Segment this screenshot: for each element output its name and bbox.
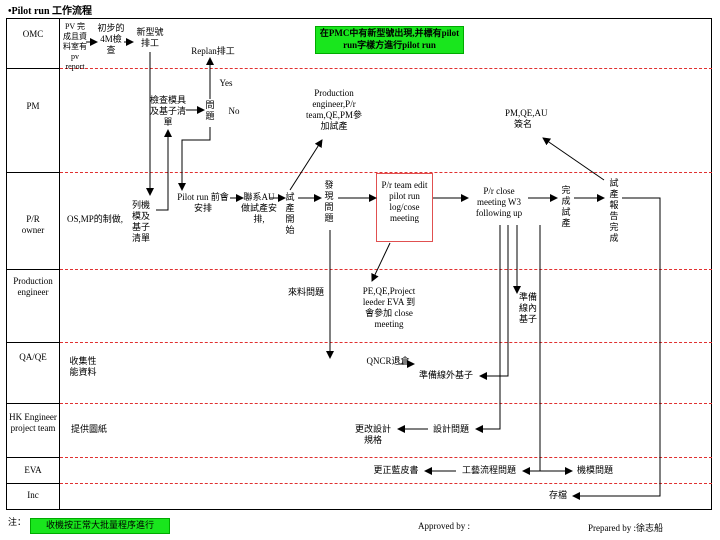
qncr-node: QNCR退倉 [366, 356, 410, 366]
no-label: No [228, 106, 240, 116]
arrow-trial-to-meeting [289, 139, 323, 191]
lane-divider [6, 483, 60, 484]
pilot-arrange-node: Pilot run 前會安排 [177, 192, 229, 213]
os-mp-node: OS,MP的制做, [66, 214, 123, 224]
lane-divider-dashed [60, 457, 712, 458]
machine-issue-node: 機模問題 [576, 465, 613, 475]
process-issue-node: 工藝流程問題 [461, 465, 516, 475]
replan-node: Replan排工 [191, 46, 235, 56]
provide-drawing-node: 提供圖紙 [70, 424, 107, 434]
trial-done-node: 完成試產 [561, 185, 571, 228]
lane-divider [6, 68, 60, 69]
trial-start-node: 試產開始 [285, 192, 295, 235]
arrow-list-to-check-list [156, 129, 172, 211]
lane-divider-dashed [60, 269, 712, 270]
new-model-node: 新型號排工 [136, 27, 164, 48]
check-list-node: 檢查模具及基子清單 [150, 95, 187, 127]
lane-divider-dashed [60, 172, 712, 173]
mass-production-note: 收機按正常大批量程序進行 [30, 518, 170, 534]
list-tooling-node: 列機模及基子清單 [131, 200, 150, 243]
lane-divider-dashed [60, 483, 712, 484]
close-meeting-node: P/r close meeting W3 following up [475, 186, 523, 218]
arrow-close-to-machine [539, 225, 573, 475]
prepare-outside-node: 準備線外基子 [418, 370, 473, 380]
footnote-prefix: 注： [8, 517, 27, 527]
lane-omc: OMC [22, 29, 44, 39]
lane-qa-qe: QA/QE [19, 352, 47, 362]
lane-pm: PM [26, 101, 40, 111]
lane-divider [6, 457, 60, 458]
lane-divider-dashed [60, 68, 712, 69]
lane-divider [6, 172, 60, 173]
approved-by: Approved by : [418, 521, 470, 531]
prepare-tooling-node: 準備線內基子 [518, 292, 537, 324]
pe-meeting-node: PE,QE,Project leeder EVA 到會參加 close meet… [362, 286, 416, 329]
diagram-frame [6, 18, 712, 510]
change-design-node: 更改設計規格 [354, 424, 391, 445]
yes-label: Yes [219, 78, 233, 88]
page-title: •Pilot run 工作流程 [8, 6, 93, 17]
initial-check-node: 初步的4M檢查 [97, 23, 125, 55]
find-problem-node: 發現問題 [324, 180, 334, 223]
pm-sign-node: PM,QE,AU簽名 [505, 108, 548, 129]
lane-divider-dashed [60, 342, 712, 343]
arrow-problem-no-to-pilot [178, 127, 211, 191]
production-meeting-node: Production engineer,P/r team,QE,PM參加試產 [306, 88, 362, 131]
lane-production-engineer: Production engineer [13, 276, 53, 297]
au-arrange-node: 聯系AU做試產安排, [241, 192, 278, 224]
problem-decision: 問題 [205, 100, 215, 121]
arrow-report-to-archive [572, 197, 661, 500]
lane-eva: EVA [24, 465, 42, 475]
lane-pr-owner: P/R owner [21, 214, 45, 235]
archive-node: 存檔 [548, 490, 567, 500]
design-issue-node: 設計問題 [432, 424, 469, 434]
arrow-close-to-design [475, 225, 501, 433]
collect-data-node: 收集性能資料 [69, 356, 97, 377]
incoming-issue-node: 來料問題 [287, 287, 324, 297]
lane-divider [6, 269, 60, 270]
lane-divider-dashed [60, 403, 712, 404]
lane-inc: Inc [27, 490, 39, 500]
pmc-note-box: 在PMC中有新型號出現,并標有pilot run字樣方進行pilot run [315, 26, 464, 54]
lane-hk-engineer: HK Engineer project team [9, 412, 57, 433]
lane-divider [6, 342, 60, 343]
pv-report-node: PV 完成且資料室有pv report [63, 22, 87, 71]
correct-bom-node: 更正藍皮書 [373, 465, 419, 475]
prepared-by: Prepared by :徐志船 [588, 523, 663, 533]
lane-label-column [6, 18, 60, 510]
edit-log-box: P/r team edit pilot run log/cose meeting [376, 173, 433, 242]
lane-divider [6, 403, 60, 404]
arrow-report-to-sign [542, 137, 605, 181]
arrow-log-to-pe-meeting [371, 242, 391, 282]
report-done-node: 試產報告完成 [609, 178, 619, 243]
arrow-close-to-outside [479, 225, 509, 380]
